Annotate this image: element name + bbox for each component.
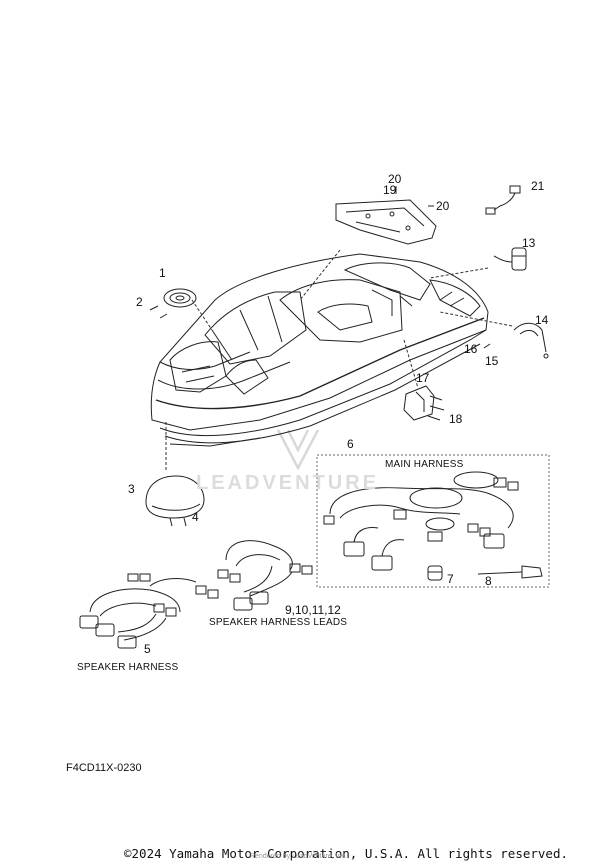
part-4-screw [169,517,187,527]
callout-16: 16 [464,342,478,356]
boat-hull [150,253,489,447]
callout-17: 17 [416,371,430,385]
callout-4: 4 [192,510,199,524]
callout-3: 3 [128,482,135,496]
callout-20-right: 20 [436,199,450,213]
watermark-text: LEADVENTURE [196,472,380,494]
part-16-screw [483,343,491,349]
part-2-screw [149,305,168,319]
part-3-cover [145,475,205,519]
speaker-harness-leads [217,540,313,611]
copyright-footer: ©2024 Yamaha Motor Corporation, U.S.A. A… [124,846,569,861]
callout-19: 19 [383,183,397,197]
watermark-credit: Rendered by LeadVenture, Inc. [250,853,347,860]
leader-lines [165,249,513,470]
watermark-emblem [276,429,320,471]
part-21-lead [485,185,521,215]
callout-1: 1 [159,266,166,280]
speaker-harness [79,573,219,649]
callout-15: 15 [485,354,499,368]
part-20-screw [395,186,434,207]
part-14-lead [513,322,549,359]
callout-8: 8 [485,574,492,588]
callout-13: 13 [522,236,536,250]
callout-9-12: 9,10,11,12 [285,603,341,617]
part-13-switch [493,247,527,271]
callout-14: 14 [535,313,549,327]
callout-18: 18 [449,412,463,426]
main-harness-label: MAIN HARNESS [385,459,464,470]
callout-7: 7 [447,572,454,586]
part-19-cover [335,199,437,245]
diagram-code: F4CD11X-0230 [66,762,142,774]
speaker-harness-leads-label: SPEAKER HARNESS LEADS [209,617,348,628]
callout-6: 6 [347,437,354,451]
part-7-part [427,565,443,581]
part-17-unit [403,385,435,421]
part-1-speaker [163,288,197,308]
callout-5: 5 [144,642,151,656]
callout-2: 2 [136,295,143,309]
main-harness [323,471,519,571]
part-18-screw [427,395,445,421]
speaker-harness-label: SPEAKER HARNESS [77,662,179,673]
main-harness-box [316,454,550,588]
callout-20-top: 20 [388,172,402,186]
part-8-tool [477,565,543,579]
callout-21: 21 [531,179,545,193]
